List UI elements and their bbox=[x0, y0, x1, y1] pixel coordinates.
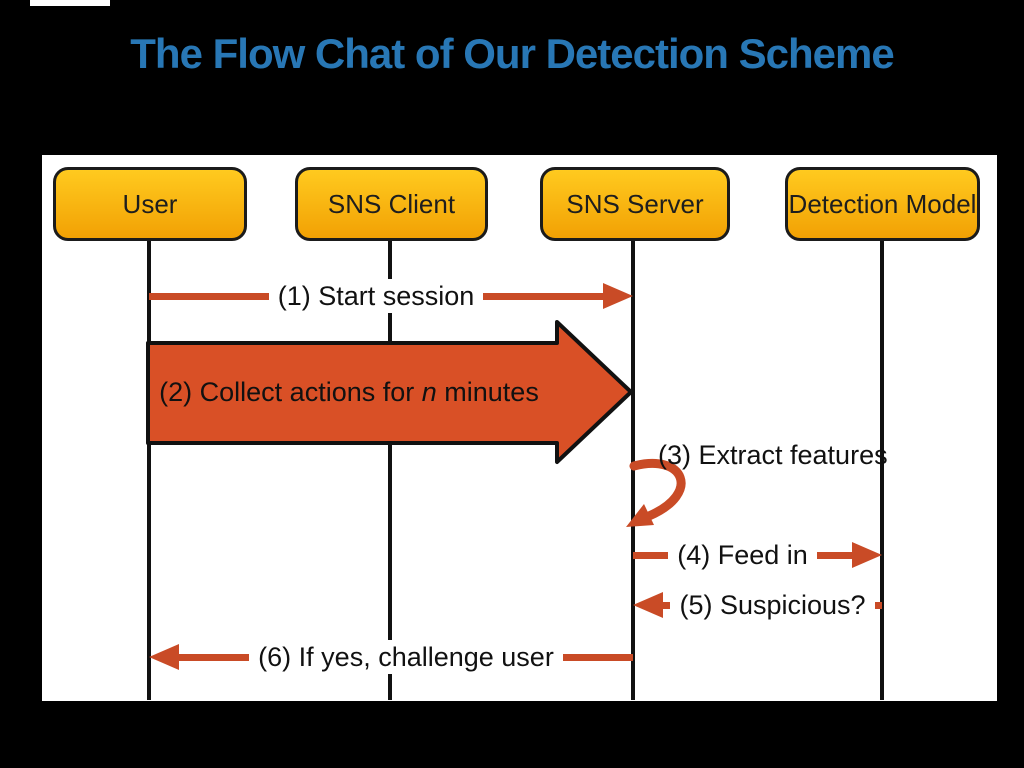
actor-box-detection-model: Detection Model bbox=[785, 167, 980, 241]
message-label-italic-n: n bbox=[421, 377, 437, 407]
message-label: (6) If yes, challenge user bbox=[249, 640, 563, 674]
lifeline-detection-model bbox=[880, 241, 884, 700]
arrowhead-right-icon bbox=[852, 542, 882, 568]
actor-label-user: User bbox=[122, 188, 178, 219]
self-loop-arrow-extract-features bbox=[629, 459, 686, 521]
message-line bbox=[874, 601, 882, 609]
top-left-mark bbox=[30, 0, 110, 6]
arrowhead-right-icon bbox=[603, 283, 634, 309]
message-start-session: (1) Start session bbox=[149, 279, 634, 313]
arrowhead-left-icon bbox=[149, 644, 179, 670]
arrowhead-left-icon bbox=[633, 592, 663, 618]
message-label: (5) Suspicious? bbox=[670, 588, 875, 622]
message-line bbox=[562, 653, 633, 661]
lifeline-sns-client bbox=[388, 241, 392, 700]
message-suspicious: (5) Suspicious? bbox=[633, 588, 882, 622]
slide-title: The Flow Chat of Our Detection Scheme bbox=[130, 30, 894, 77]
message-collect-actions-label: (2) Collect actions for n minutes bbox=[154, 376, 544, 408]
lifeline-user bbox=[147, 241, 151, 700]
actor-label-detection-model: Detection Model bbox=[788, 188, 977, 219]
message-line bbox=[633, 551, 669, 559]
message-challenge-user: (6) If yes, challenge user bbox=[149, 640, 633, 674]
actor-label-sns-client: SNS Client bbox=[327, 188, 456, 219]
message-line bbox=[149, 292, 269, 300]
message-label: minutes bbox=[436, 377, 539, 407]
message-label: (2) Collect actions for bbox=[159, 377, 422, 407]
actor-box-sns-client: SNS Client bbox=[295, 167, 488, 241]
actor-box-user: User bbox=[53, 167, 247, 241]
actor-label-sns-server: SNS Server bbox=[566, 188, 704, 219]
diagram-panel: User SNS Client SNS Server Detection Mod… bbox=[42, 155, 997, 701]
message-feed-in: (4) Feed in bbox=[633, 538, 882, 572]
message-line bbox=[663, 601, 671, 609]
message-label: (1) Start session bbox=[268, 279, 484, 313]
actor-box-sns-server: SNS Server bbox=[540, 167, 730, 241]
message-label: (4) Feed in bbox=[668, 538, 817, 572]
message-line bbox=[179, 653, 250, 661]
message-line bbox=[483, 292, 604, 300]
message-extract-features-label: (3) Extract features bbox=[658, 440, 888, 470]
message-line bbox=[816, 551, 852, 559]
